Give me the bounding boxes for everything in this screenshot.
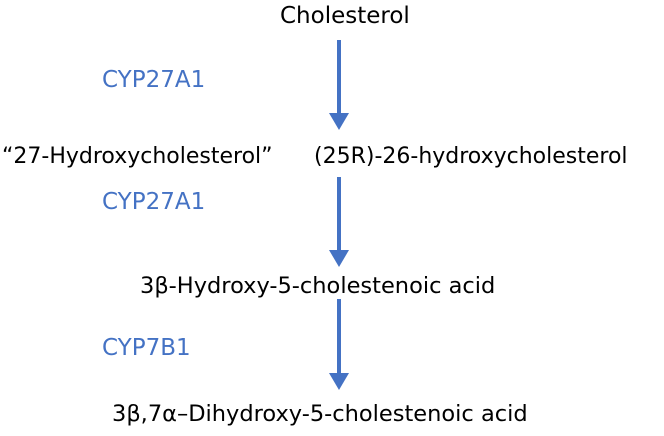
enzyme-label-cyp7b1: CYP7B1 [102, 335, 191, 361]
arrow-hydroxycholesterol-to-hca [329, 177, 349, 267]
node-27-hydroxycholesterol-alias: “27-Hydroxycholesterol” [2, 144, 273, 169]
node-3b-7a-dihydroxy-5-cholestenoic-acid: 3β,7α–Dihydroxy-5-cholestenoic acid [112, 401, 528, 427]
enzyme-label-cyp27a1-step2: CYP27A1 [102, 189, 206, 215]
enzyme-label-cyp27a1-step1: CYP27A1 [102, 67, 206, 93]
arrow-hca-to-dhca [329, 299, 349, 390]
node-3b-hydroxy-5-cholestenoic-acid: 3β-Hydroxy-5-cholestenoic acid [140, 273, 496, 299]
node-25r-26-hydroxycholesterol: (25R)-26-hydroxycholesterol [314, 144, 628, 169]
arrow-cholesterol-to-hydroxycholesterol [329, 40, 349, 130]
node-cholesterol: Cholesterol [280, 3, 410, 29]
